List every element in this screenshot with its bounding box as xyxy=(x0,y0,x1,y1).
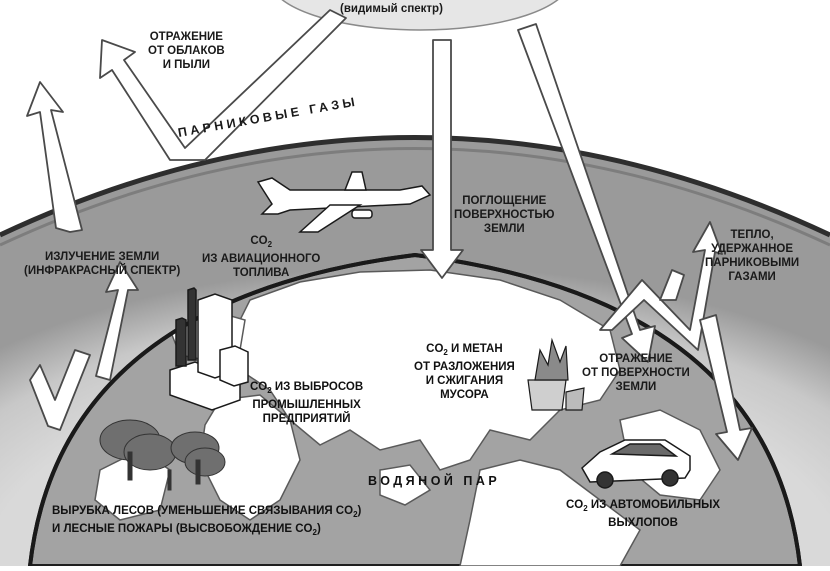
label-water-vapor: ВОДЯНОЙ ПАР xyxy=(368,474,500,488)
arrow-earth-radiation xyxy=(27,82,82,232)
label-earth-radiation: ИЗЛУЧЕНИЕ ЗЕМЛИ (ИНФРАКРАСНЫЙ СПЕКТР) xyxy=(24,250,180,278)
sun-label: (видимый спектр) xyxy=(340,2,443,16)
label-heat-retained: ТЕПЛО, УДЕРЖАННОЕ ПАРНИКОВЫМИ ГАЗАМИ xyxy=(705,228,799,284)
label-co2-industry: CO2 ИЗ ВЫБРОСОВ ПРОМЫШЛЕННЫХ ПРЕДПРИЯТИЙ xyxy=(250,380,363,426)
label-co2-aviation: CO2 ИЗ АВИАЦИОННОГО ТОПЛИВА xyxy=(202,234,320,280)
label-reflection-clouds: ОТРАЖЕНИЕ ОТ ОБЛАКОВ И ПЫЛИ xyxy=(148,30,225,72)
label-surface-reflection: ОТРАЖЕНИЕ ОТ ПОВЕРХНОСТИ ЗЕМЛИ xyxy=(582,352,690,394)
label-deforestation: ВЫРУБКА ЛЕСОВ (УМЕНЬШЕНИЕ СВЯЗЫВАНИЯ CO2… xyxy=(52,504,361,540)
label-absorption: ПОГЛОЩЕНИЕ ПОВЕРХНОСТЬЮ ЗЕМЛИ xyxy=(454,194,555,236)
label-co2-methane: CO2 И МЕТАН ОТ РАЗЛОЖЕНИЯ И СЖИГАНИЯ МУС… xyxy=(414,342,515,402)
label-co2-cars: CO2 ИЗ АВТОМОБИЛЬНЫХ ВЫХЛОПОВ xyxy=(566,498,720,530)
